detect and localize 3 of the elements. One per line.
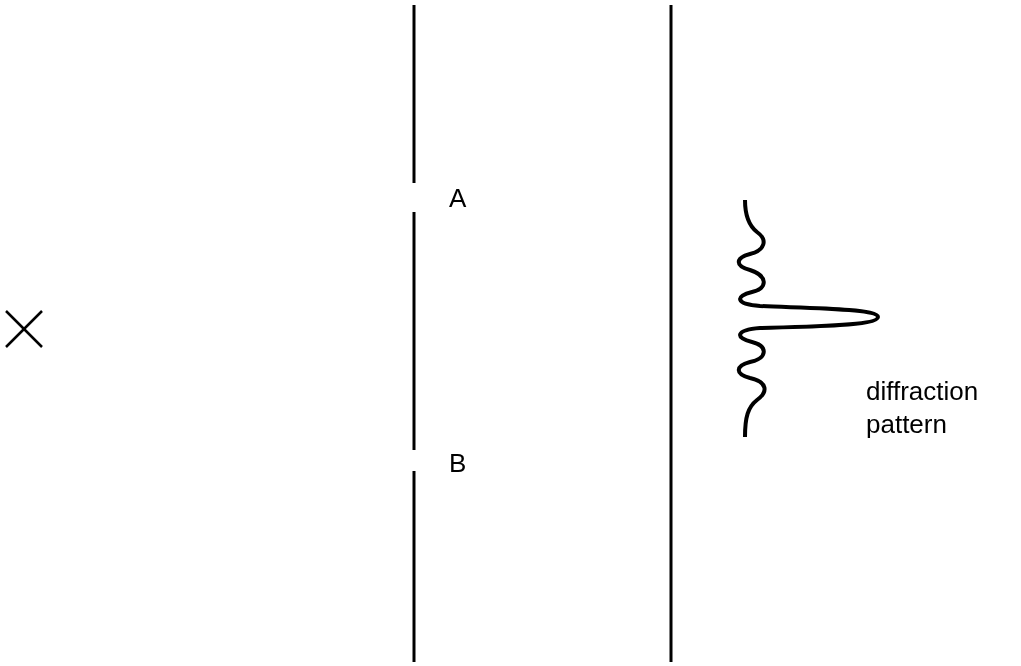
pattern-label: diffraction pattern — [866, 375, 980, 441]
slit-label: A — [449, 182, 467, 215]
slit-label: B — [449, 447, 467, 480]
